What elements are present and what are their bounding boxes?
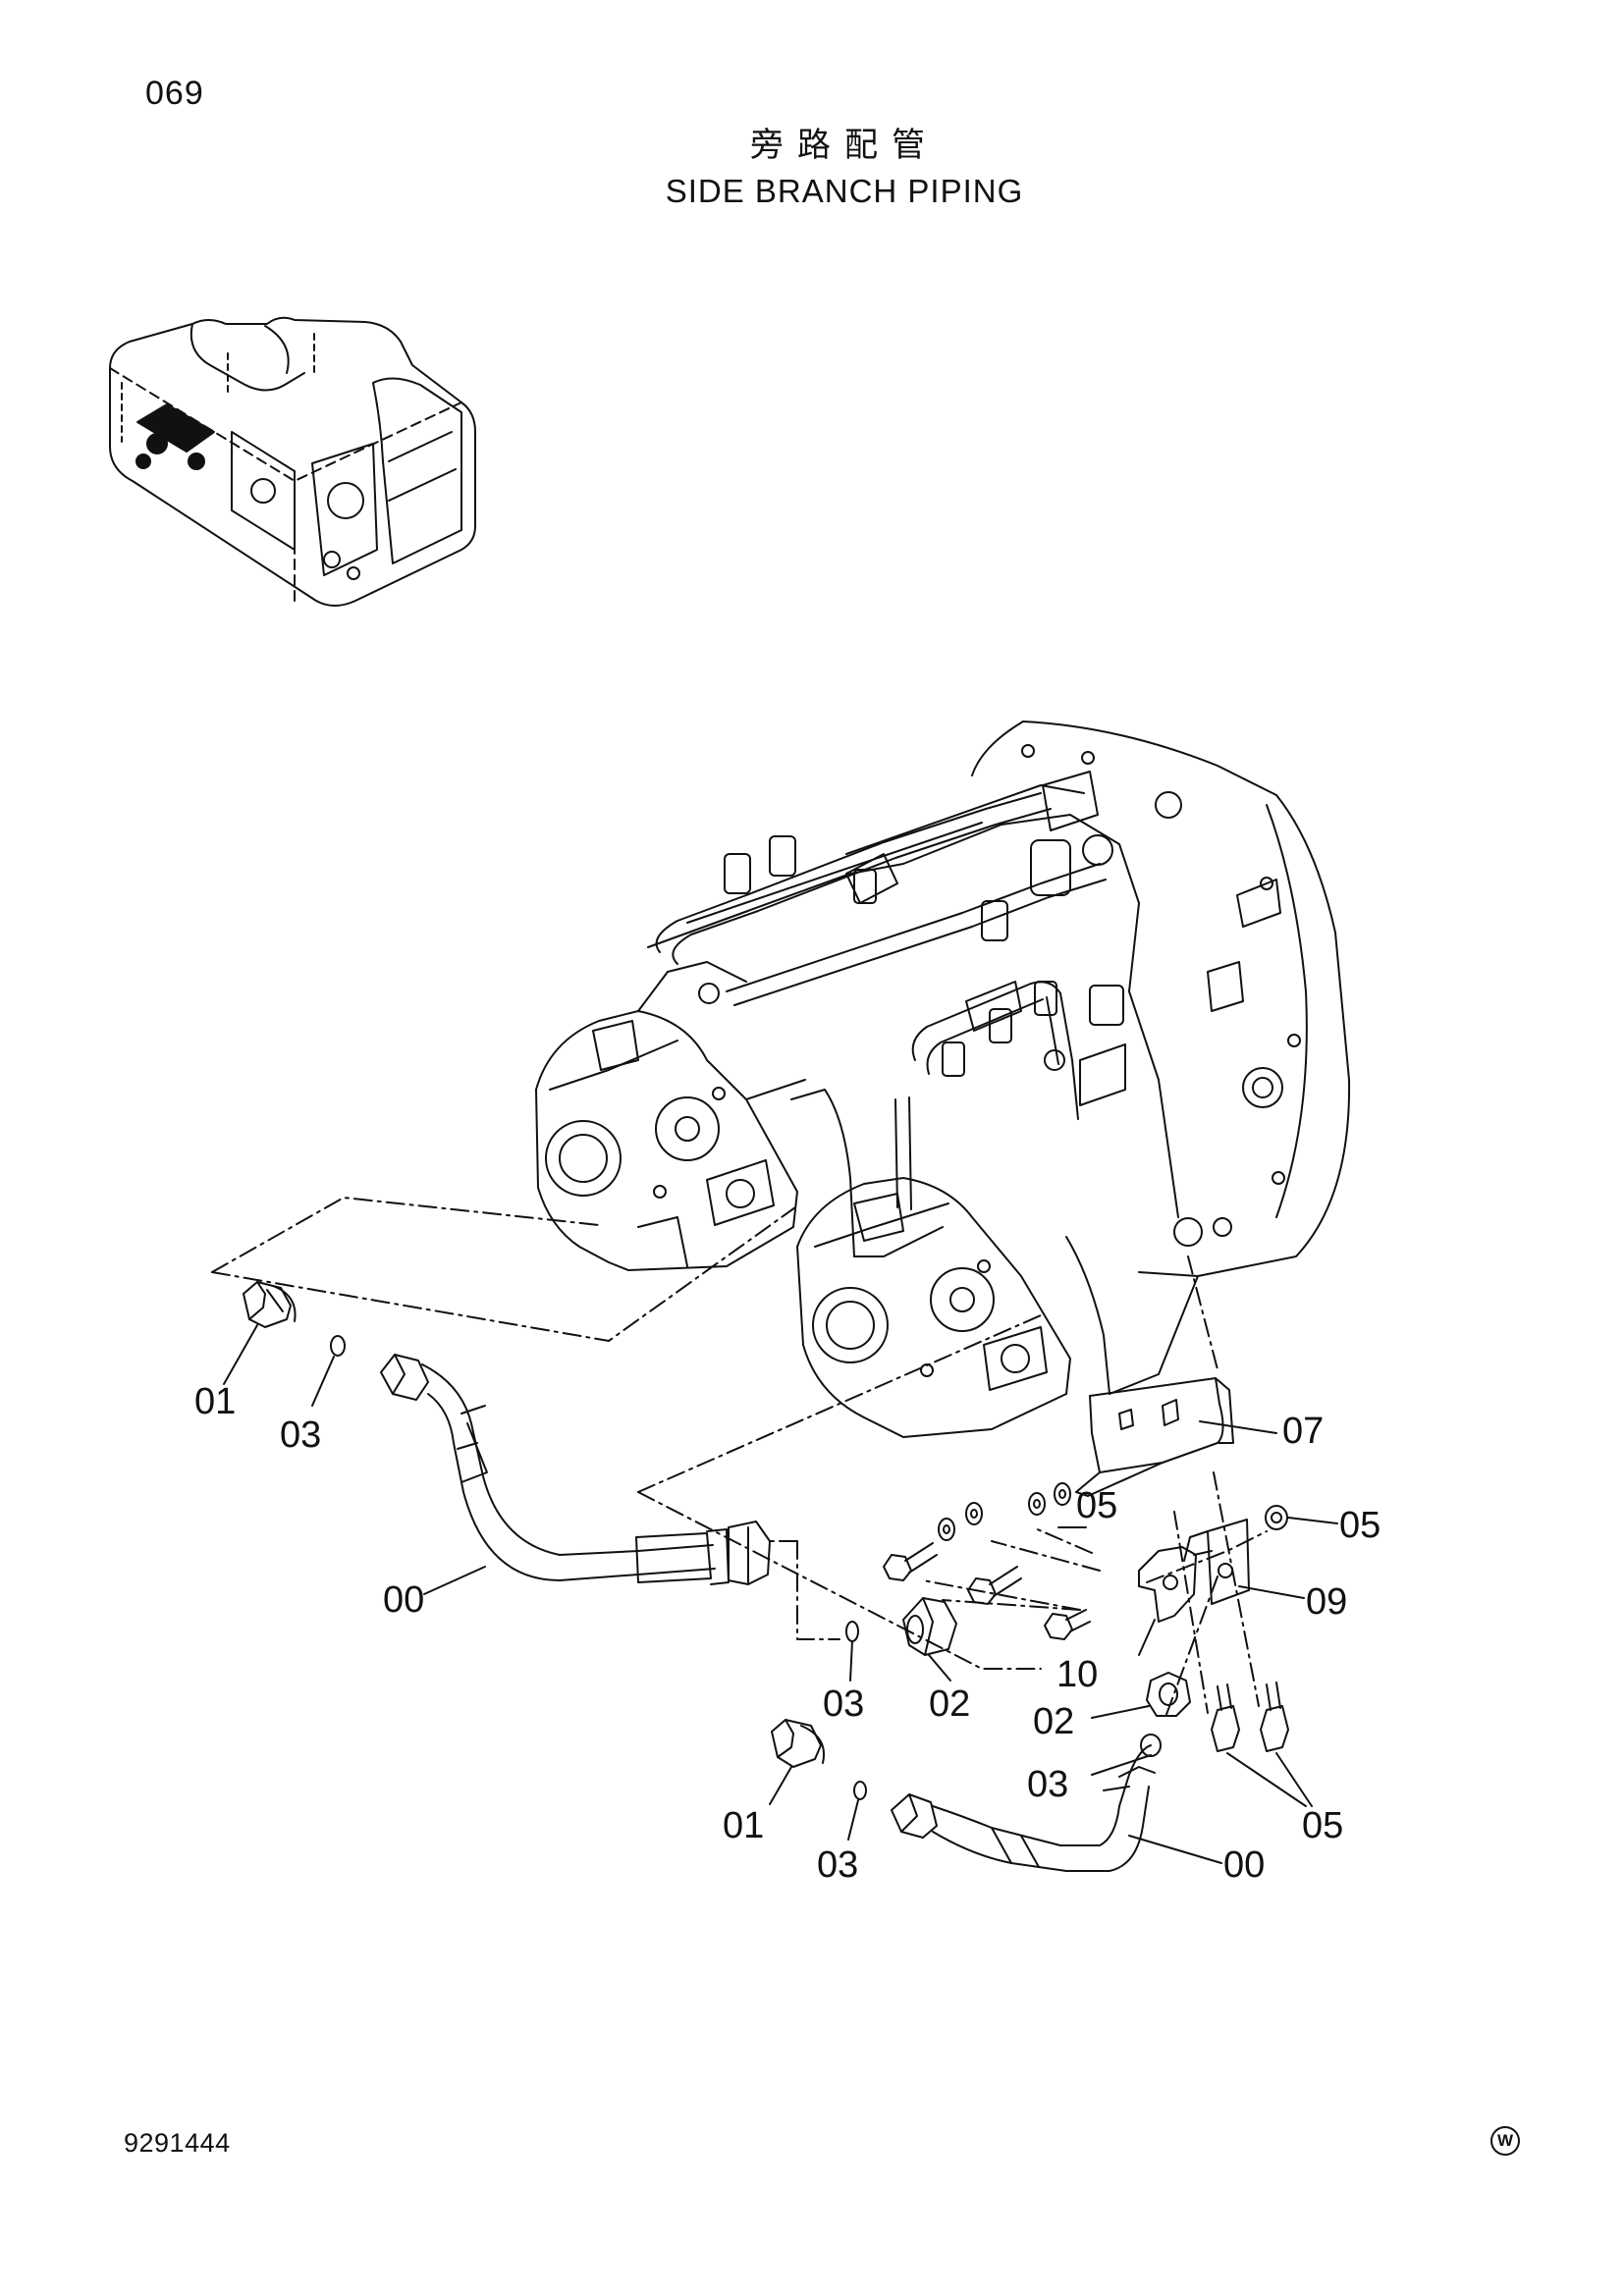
page-title-english: SIDE BRANCH PIPING <box>665 173 1024 209</box>
callout-02-right: 02 <box>1033 1701 1074 1742</box>
callout-05-a: 05 <box>1076 1485 1117 1526</box>
upper-hose-group <box>243 1281 771 1585</box>
callout-01-upper: 01 <box>194 1381 236 1422</box>
machine-locator-thumbnail <box>109 316 476 607</box>
callout-10: 10 <box>1056 1654 1098 1695</box>
callout-03-upper: 03 <box>280 1415 321 1456</box>
callout-03-mid: 03 <box>823 1683 864 1725</box>
callout-03-right: 03 <box>1027 1764 1068 1805</box>
callout-labels: 01 03 00 07 05 05 09 10 03 02 02 03 05 0… <box>194 1381 1380 1886</box>
bolts-washers <box>883 1482 1289 1752</box>
callout-07: 07 <box>1282 1411 1324 1452</box>
callout-02-mid: 02 <box>929 1683 970 1725</box>
callout-01-lower: 01 <box>723 1805 764 1846</box>
callout-03-lower: 03 <box>817 1844 858 1886</box>
lower-hose-group <box>771 1719 1156 1872</box>
callout-05-b: 05 <box>1339 1505 1380 1546</box>
bracket-09-10 <box>1138 1519 1250 1623</box>
publisher-mark: W <box>1490 2126 1520 2156</box>
callout-09: 09 <box>1306 1581 1347 1623</box>
page-title-chinese: 旁路配管 <box>750 126 939 165</box>
bracket-07 <box>1075 1377 1234 1497</box>
callout-00-upper: 00 <box>383 1579 424 1621</box>
callout-05-c: 05 <box>1302 1805 1343 1846</box>
assembly-lines <box>211 1197 1268 1721</box>
callout-00-lower: 00 <box>1223 1844 1265 1886</box>
document-number: 9291444 <box>124 2128 231 2158</box>
hydraulic-pump-assembly <box>535 721 1351 1438</box>
page-number: 069 <box>145 75 204 112</box>
leader-lines <box>223 1324 1338 1864</box>
